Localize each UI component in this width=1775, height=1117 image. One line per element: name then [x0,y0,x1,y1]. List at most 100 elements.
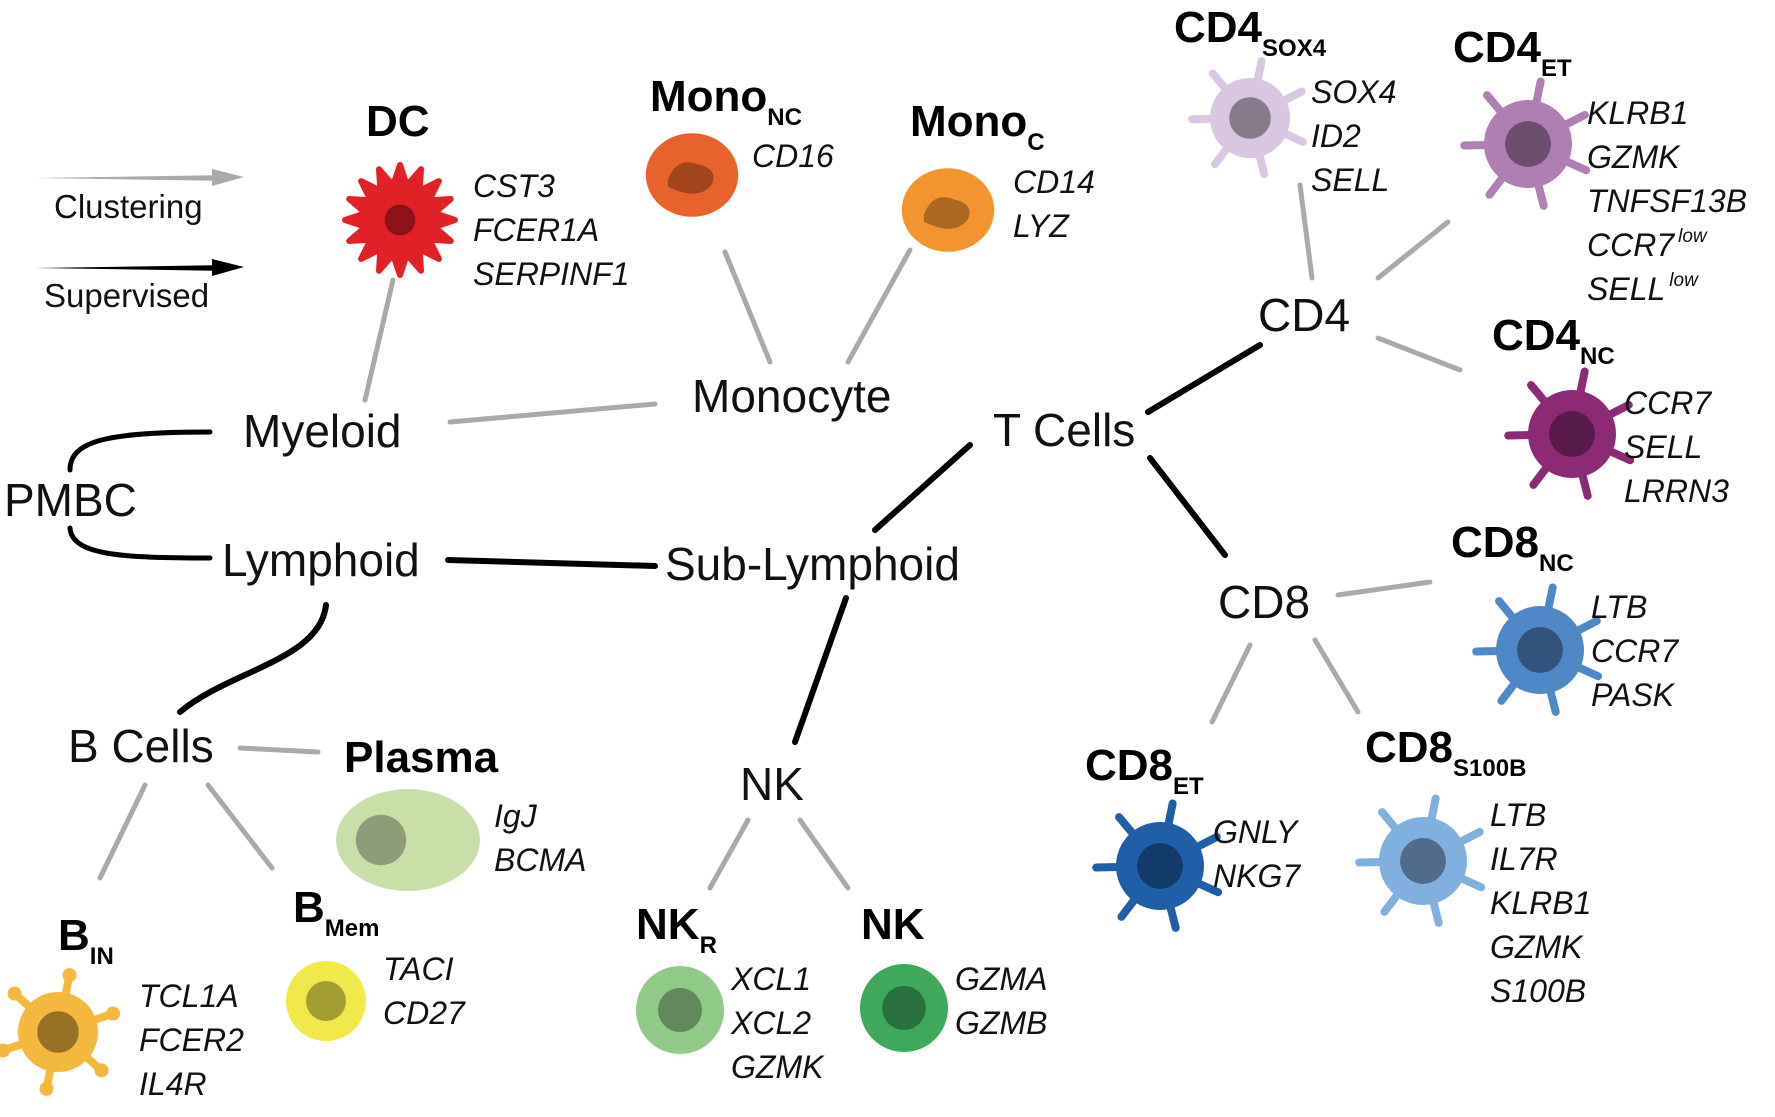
gene: ID2 [1311,118,1361,154]
edge-cd4-cd4sox4 [1297,182,1315,281]
title-nk: NK [861,900,925,949]
edge-nk-nkr [707,817,751,891]
gene: LYZ [1013,208,1070,244]
cell-nucleus [306,981,346,1021]
cell-spike-tip [7,986,22,1001]
cell-icon-b-in [0,968,120,1096]
legend-clustering-arrow [36,175,230,181]
cell-icon-cd8-s100b [1355,794,1486,927]
cell-spike-tip [105,1006,120,1021]
edge-pmbc-lymphoid [67,525,213,561]
gene: LTB [1591,589,1647,625]
gene: LRRN3 [1624,473,1729,509]
cell-nucleus [1400,838,1446,884]
gene: SERPINF1 [473,256,629,292]
edge-myeloid-monocyte [447,401,658,425]
gene: SOX4 [1311,74,1396,110]
cell-nucleus [923,197,970,229]
node-nk: NK [740,758,804,810]
gene: IgJ [494,798,538,834]
gene: GNLY [1213,814,1300,850]
cell-nucleus [37,1011,79,1053]
gene: GZMK [731,1049,825,1085]
legend-supervised-arrowhead [212,259,244,276]
cell-icon-cd8-et [1092,799,1223,932]
title-mono-nc: MonoNC [650,72,802,131]
gene: FCER2 [139,1022,244,1058]
edge-monocyte-monoc [845,247,913,365]
legend-supervised-label: Supervised [44,277,209,314]
gene: XCL1 [730,961,811,997]
edge-cd4-cd4nc [1375,335,1463,373]
title-b-in: BIN [58,911,114,970]
edge-cd8-cd8s100b [1312,637,1361,715]
node-cd8: CD8 [1218,576,1310,628]
cell-icon-mono-c [901,168,995,252]
title-cd4-sox4: CD4SOX4 [1174,3,1327,62]
cell-nucleus [1517,627,1563,673]
gene: CD27 [383,995,466,1031]
cell-icon-cd4-sox4 [1188,57,1307,179]
genes-plasma: IgJ BCMA [494,798,586,878]
gene: TCL1A [139,978,239,1014]
cell-nucleus [658,988,702,1032]
edge-pmbc-myeloid [67,429,213,473]
edge-monocyte-mononc [722,249,773,365]
genes-b-mem: TACI CD27 [383,951,466,1031]
gene: TNFSF13B [1587,183,1747,219]
edge-cd8-cd8et [1209,642,1253,725]
cell-titles: DC MonoNC MonoC CD4SOX4 CD4ET CD4NC CD8N… [58,3,1615,970]
title-cd8-nc: CD8NC [1451,518,1574,577]
edge-bcells-plasma [237,745,321,755]
title-b-mem: BMem [293,883,379,942]
gene: S100B [1490,973,1586,1009]
edge-lymphoid-sublymphoid [445,557,658,569]
title-dc: DC [366,97,430,146]
edge-lymphoid-bcells [177,602,329,715]
edge-nk-nk [797,817,851,891]
gene: IL4R [139,1066,207,1102]
genes-dc: CST3 FCER1A SERPINF1 [473,168,629,292]
cell-nucleus [1549,411,1595,457]
edges [67,182,1463,891]
gene: CD16 [752,138,834,174]
cell-nucleus [1137,843,1183,889]
genes-cd8-s100b: LTB IL7R KLRB1 GZMK S100B [1490,797,1591,1009]
gene: GZMA [955,961,1047,997]
gene: IL7R [1490,841,1558,877]
title-cd4-nc: CD4NC [1492,311,1615,370]
cell-icon-plasma [336,789,480,891]
gene: KLRB1 [1587,95,1688,131]
title-cd8-et: CD8ET [1085,741,1204,800]
node-cd4: CD4 [1258,289,1350,341]
cell-spike-tip [94,1063,109,1078]
cell-nucleus [667,162,714,194]
cell-icon-cd4-nc [1504,367,1635,500]
cell-spike-tip [62,968,77,983]
genes-cd8-et: GNLY NKG7 [1213,814,1301,894]
node-sub-lymphoid: Sub-Lymphoid [665,538,960,590]
cell-nucleus [355,814,407,866]
edge-cd4-cd4et [1375,219,1451,281]
gene: PASK [1591,677,1676,713]
hierarchy-nodes: PMBC Myeloid Lymphoid Monocyte Sub-Lymph… [4,289,1350,810]
node-t-cells: T Cells [993,404,1135,456]
legend-clustering-arrowhead [212,169,244,186]
gene: BCMA [494,842,586,878]
gene-lists: CST3 FCER1A SERPINF1 CD16 CD14 LYZ SOX4 … [139,74,1747,1102]
gene: GZMK [1490,929,1584,965]
title-nk-r: NKR [636,900,717,959]
gene: SELL [1311,162,1389,198]
gene: KLRB1 [1490,885,1591,921]
cell-nucleus [1229,97,1271,139]
cell-icon-mono-nc [645,133,739,217]
node-pmbc: PMBC [4,474,137,526]
cell-icon-dc [342,162,458,278]
genes-nk-r: XCL1 XCL2 GZMK [730,961,825,1085]
gene: CD14 [1013,164,1095,200]
edge-tcells-cd4 [1145,342,1263,415]
cell-icon-b-mem [286,961,366,1041]
